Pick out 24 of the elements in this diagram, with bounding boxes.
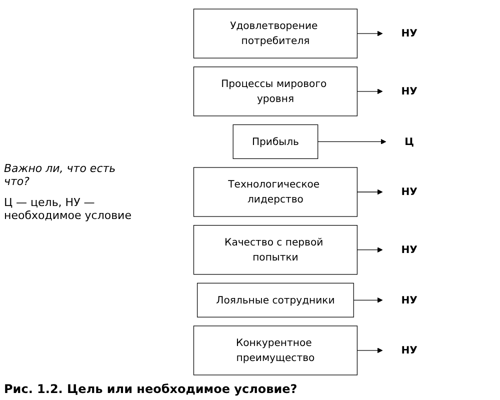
node-box: Качество с первой попытки	[193, 225, 358, 275]
arrow	[318, 138, 386, 144]
arrow	[356, 247, 383, 253]
arrow	[356, 189, 383, 195]
node-box: Лояльные сотрудники	[197, 282, 354, 318]
node-box: Удовлетворение потребителя	[193, 8, 358, 58]
node-text: НУ	[401, 244, 418, 256]
node-box: Прибыль	[232, 124, 318, 159]
figure-caption: Рис. 1.2. Цель или необходимое условие?	[4, 382, 298, 396]
node-text: Ц	[404, 135, 414, 148]
legend-note: Ц — цель, НУ — необходимое условие	[4, 196, 132, 222]
node-text: НУ	[401, 186, 418, 198]
question-note: Важно ли, что есть что?	[4, 162, 117, 188]
arrow	[356, 88, 383, 94]
node-box: Процессы мирового уровня	[193, 66, 358, 116]
node-text: НУ	[401, 294, 418, 306]
arrow	[356, 348, 383, 354]
arrow	[353, 297, 383, 303]
node-box: Технологическое лидерство	[193, 167, 358, 217]
node-text: НУ	[401, 344, 418, 356]
node-text: НУ	[401, 27, 418, 40]
node-text: НУ	[401, 85, 418, 98]
arrow	[356, 30, 383, 36]
node-box: Конкурентное преимущество	[193, 326, 358, 376]
